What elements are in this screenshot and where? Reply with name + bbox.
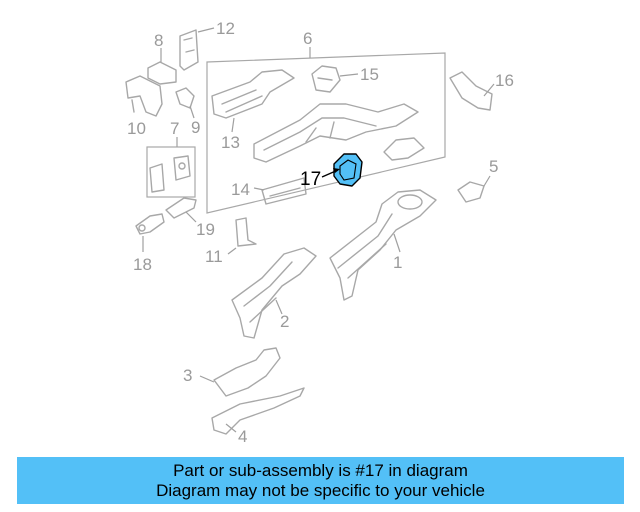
part-6-crossmember [253,103,419,163]
callout-1: 1 [393,253,402,272]
part-17-highlighted [321,153,363,187]
part-13-rail [211,69,295,133]
part-2-rail [231,247,317,339]
part-info-banner: Part or sub-assembly is #17 in diagram D… [17,457,624,504]
callout-4: 4 [238,427,247,446]
callout-10: 10 [127,119,146,138]
part-5-bracket [457,175,491,203]
part-7-clip [149,155,191,193]
part-9-clip [175,87,195,119]
part-19-bracket [165,197,197,223]
banner-line-1: Part or sub-assembly is #17 in diagram [173,460,468,480]
callout-9: 9 [191,118,200,137]
part-4-panel [211,387,305,435]
part-6-group-box [206,52,446,214]
part-7-group-box [146,146,196,198]
callout-6: 6 [303,29,312,48]
callout-12: 12 [216,19,235,38]
callout-5: 5 [489,157,498,176]
callout-8: 8 [154,31,163,50]
callout-13: 13 [221,133,240,152]
callout-11: 11 [205,247,223,266]
part-10-bracket [125,75,163,117]
part-3-rail [199,347,281,397]
callout-14: 14 [231,180,250,199]
callout-7: 7 [170,119,179,138]
part-12-bracket [179,27,215,71]
banner-line-2: Diagram may not be specific to your vehi… [156,480,485,500]
callout-19: 19 [196,220,215,239]
part-1-rail [329,189,437,301]
part-15-bracket [311,65,359,93]
part-11-bracket [227,217,257,255]
callout-2: 2 [280,312,289,331]
callout-17: 17 [300,169,321,190]
part-14-plate [253,177,307,205]
part-16-bracket [449,71,495,111]
part-8-bracket [147,48,177,85]
part-6-bracket-small [383,137,425,161]
callout-16: 16 [495,71,514,90]
callout-3: 3 [183,366,192,385]
part-18-bracket [135,213,165,252]
callout-18: 18 [133,255,152,274]
callout-15: 15 [360,65,379,84]
